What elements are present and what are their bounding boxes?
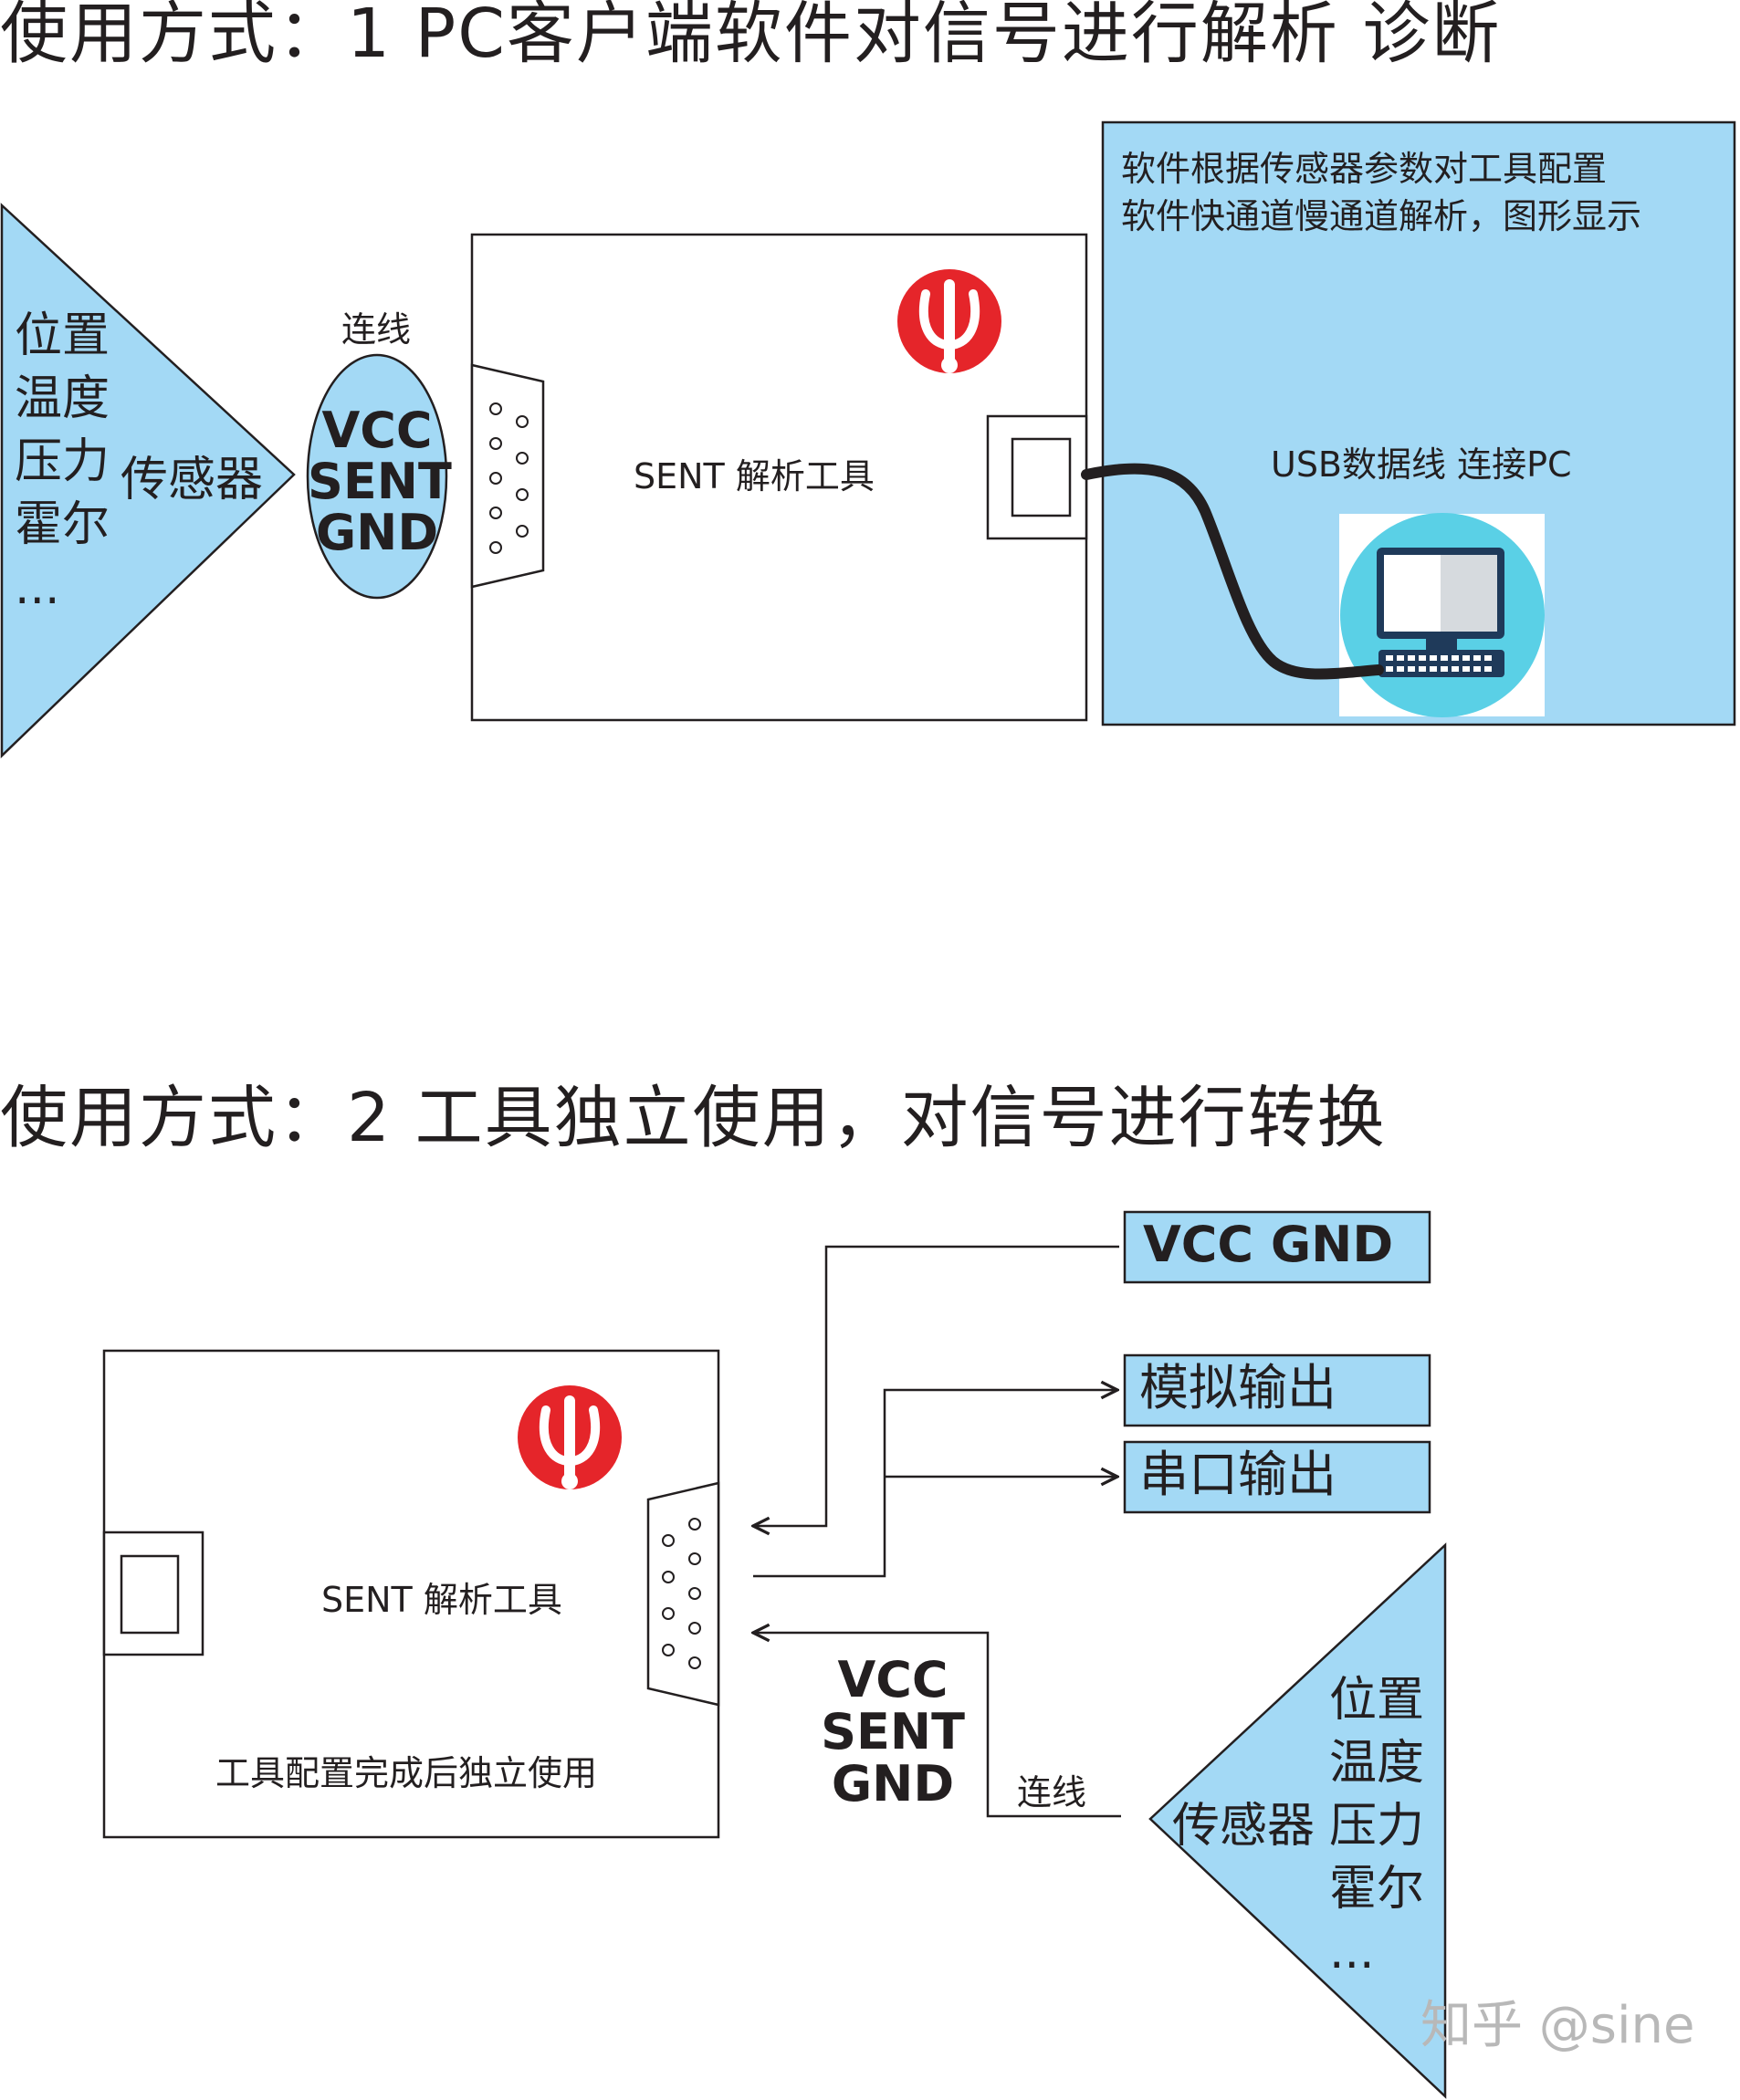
pin-vcc-2: VCC (837, 1651, 949, 1708)
sensor-type-temperature: 温度 (15, 371, 110, 426)
db9-connector-1 (470, 363, 545, 589)
analog-output-label: 模拟输出 (1139, 1359, 1336, 1416)
sensor2-type-pressure: 压力 (1329, 1799, 1425, 1854)
sensor-type-more: ... (15, 560, 60, 615)
tool-note: 工具配置完成后独立使用 (215, 1753, 598, 1793)
analog-output-box (1123, 1353, 1431, 1427)
wire-label-2: 连线 (1017, 1772, 1087, 1813)
sensor-type-hall: 霍尔 (15, 497, 110, 552)
sensor-triangle-2 (1148, 1542, 1447, 2099)
serial-output-box (1123, 1440, 1431, 1514)
section1-title: 使用方式：1 PC客户端软件对信号进行解析 诊断 (0, 0, 1502, 73)
sensor-type-position: 位置 (15, 308, 110, 363)
sensor-triangle-1 (0, 203, 296, 758)
sensor2-type-position: 位置 (1329, 1673, 1425, 1728)
sensor-label-1: 传感器 (121, 453, 264, 507)
pc-box-line-2: 软件快通道慢通道解析，图形显示 (1121, 196, 1642, 236)
sensor2-type-temperature: 温度 (1329, 1736, 1425, 1791)
power-line (753, 1245, 1119, 1526)
pin-vcc-1: VCC (321, 402, 433, 459)
db9-connector-2 (646, 1481, 720, 1707)
usb-port-1 (986, 414, 1088, 540)
wire-label-1: 连线 (341, 309, 412, 350)
pin-sent-2: SENT (821, 1703, 965, 1760)
section2-title: 使用方式：2 工具独立使用，对信号进行转换 (0, 1079, 1387, 1157)
tool-label-1: SENT 解析工具 (634, 456, 875, 496)
pin-sent-1: SENT (308, 453, 452, 510)
logo-1 (897, 269, 1001, 373)
analog-line (753, 1390, 1117, 1578)
tool-label-2: SENT 解析工具 (321, 1580, 562, 1620)
sensor-type-pressure: 压力 (15, 434, 110, 489)
usb-cable (1081, 463, 1384, 680)
usb-port-2 (102, 1531, 204, 1656)
sensor-label-2: 传感器 (1172, 1799, 1315, 1854)
computer-icon (1339, 513, 1545, 717)
power-box (1123, 1210, 1431, 1284)
usb-label: USB数据线 连接PC (1271, 444, 1572, 485)
pin-gnd-2: GND (831, 1755, 955, 1813)
sensor2-type-hall: 霍尔 (1329, 1862, 1425, 1917)
sensor2-type-more: ... (1329, 1925, 1375, 1980)
serial-output-label: 串口输出 (1139, 1446, 1336, 1503)
sensor-line (753, 1633, 1121, 1818)
pin-gnd-1: GND (315, 504, 439, 561)
logo-2 (518, 1385, 622, 1489)
pin-ellipse-1 (306, 353, 448, 600)
power-label: VCC GND (1143, 1216, 1394, 1273)
pc-box-line-1: 软件根据传感器参数对工具配置 (1121, 149, 1608, 189)
watermark: 知乎 @sine (1420, 1996, 1695, 2055)
